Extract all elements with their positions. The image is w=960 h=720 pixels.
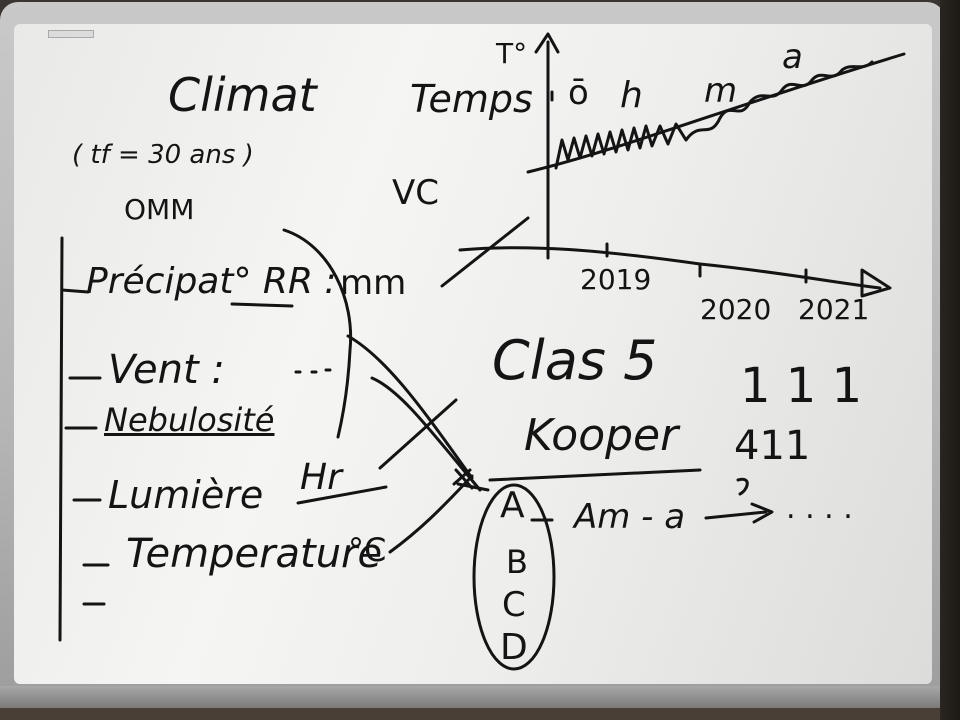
unit-celsius: °C xyxy=(348,531,387,569)
item-vent: Vent : xyxy=(108,347,225,393)
temperature-wave xyxy=(554,60,874,170)
left-vertical-line xyxy=(58,236,64,642)
year-2019: 2019 xyxy=(580,263,652,296)
underline-hr xyxy=(296,485,388,505)
letter-c: C xyxy=(502,585,526,625)
connector-vent xyxy=(370,376,482,492)
arrow-shaft xyxy=(704,510,768,520)
wall-edge xyxy=(940,0,960,720)
squiggle-411 xyxy=(736,477,749,496)
code-111: 1 1 1 xyxy=(740,358,863,414)
floor xyxy=(0,708,960,720)
connector-hr xyxy=(378,398,458,470)
versus-label: VC xyxy=(392,173,439,213)
graph-x-arrow xyxy=(860,268,892,298)
graph-mark-o: ō xyxy=(568,73,589,113)
arrow-head xyxy=(750,502,774,524)
year-2020: 2020 xyxy=(700,293,772,326)
item-nebulosite: Nebulosité xyxy=(104,401,275,439)
graph-y-arrow xyxy=(534,32,560,54)
title-climat: Climat xyxy=(168,68,317,122)
underline-rr xyxy=(230,302,294,308)
vent-dots xyxy=(294,368,332,374)
koppen-label: Kooper xyxy=(524,410,679,461)
marker-tray xyxy=(0,686,945,708)
item-precipitation: Précipat° RR : xyxy=(86,261,337,302)
item-lumiere: Lumière xyxy=(108,473,264,517)
code-411: 411 xyxy=(734,423,811,469)
item-temperature: Temperature xyxy=(126,531,383,577)
underline-kooper xyxy=(488,468,702,482)
graph-mark-m: m xyxy=(704,71,738,111)
graph-mark-a: a xyxy=(782,37,803,77)
connector-temp xyxy=(388,474,474,554)
right-bracket xyxy=(282,228,353,439)
omm-label: OMM xyxy=(124,193,195,226)
classes-label: Clas 5 xyxy=(492,329,658,392)
connector-mm xyxy=(456,482,490,492)
duration-label: ( tf = 30 ans ) xyxy=(72,140,254,170)
year-2021: 2021 xyxy=(798,293,870,326)
graph-x-axis xyxy=(458,246,882,290)
bullet-dash-1 xyxy=(60,288,90,294)
letter-b: B xyxy=(506,543,528,581)
graph-mark-h: h xyxy=(620,75,643,116)
trend-extension xyxy=(440,216,530,288)
graph-y-label: T° xyxy=(496,37,528,70)
unit-hr: Hr xyxy=(300,457,342,498)
letters-oval xyxy=(472,483,556,671)
title-temps: Temps xyxy=(410,77,533,121)
letter-a: A xyxy=(500,485,525,526)
brand-sticker xyxy=(48,30,94,38)
am-a-label: Am - a xyxy=(574,497,686,537)
connector-rr xyxy=(346,334,474,480)
letter-d: D xyxy=(500,627,528,668)
unit-mm: mm xyxy=(340,263,407,303)
trailing-dots: . . . . xyxy=(786,491,853,526)
